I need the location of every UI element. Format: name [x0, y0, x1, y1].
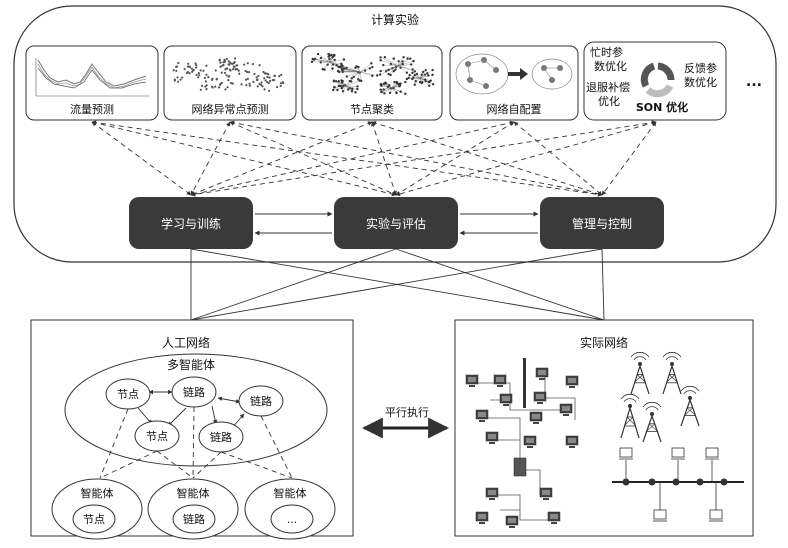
actual-network-box: [455, 320, 753, 536]
agent-node: 链路: [239, 386, 283, 416]
agent-node: 节点: [135, 421, 179, 451]
sub-agent: 智能体 链路: [148, 479, 238, 539]
computer-icon: [566, 376, 578, 388]
actual-network-title: 实际网络: [580, 335, 628, 350]
svg-text:链路: 链路: [250, 394, 272, 408]
cycle-item: 退服补偿: [586, 80, 630, 94]
computer-icon: [476, 410, 488, 422]
computer-icon: [506, 516, 518, 528]
bus-tap: [697, 479, 704, 486]
artificial-network-title: 人工网络: [162, 335, 210, 350]
svg-text:链路: 链路: [210, 430, 232, 444]
cycle-item: 忙时参: [590, 45, 623, 59]
bus-tap: [649, 479, 656, 486]
bus-tap: [721, 479, 728, 486]
computer-icon: [530, 412, 542, 424]
panel-module-links: [92, 122, 656, 195]
module-management-control: 管理与控制: [540, 197, 664, 249]
svg-text:链路: 链路: [183, 385, 205, 399]
svg-text:节点: 节点: [146, 430, 168, 443]
cycle-item: 数优化: [594, 59, 627, 73]
panel-self-configuration: 网络自配置: [450, 46, 578, 120]
server-pole-icon: [523, 358, 526, 408]
svg-text:智能体: 智能体: [274, 486, 307, 500]
cell-tower-icon: [621, 394, 639, 438]
cell-tower-icon: [631, 352, 649, 394]
cycle-item: 优化: [598, 94, 620, 108]
more-ellipsis: ...: [746, 74, 762, 90]
computer-icon: [536, 368, 548, 380]
cell-tower-icon: [681, 386, 699, 426]
sub-agent: 智能体 ...: [245, 479, 335, 539]
cycle-item: 反馈参: [684, 61, 717, 75]
computer-icon: [486, 432, 498, 444]
panel-label: 流量预测: [70, 102, 114, 116]
panel-son-optimization: 忙时参 数优化 退服补偿 优化 反馈参 数优化 SON 优化: [584, 42, 726, 120]
cell-tower-icon: [643, 402, 661, 442]
cell-tower-icon: [663, 352, 681, 394]
module-label: 学习与训练: [161, 216, 221, 231]
svg-text:...: ...: [287, 513, 298, 526]
module-label: 实验与评估: [366, 216, 426, 231]
computer-icon: [534, 392, 546, 404]
terminal-icon: [619, 448, 633, 459]
computer-icon: [566, 436, 578, 448]
computer-icon: [524, 436, 536, 448]
computer-icon: [548, 512, 560, 524]
terminal-icon: [705, 448, 719, 459]
computer-icon: [466, 375, 478, 387]
cycle-item: 数优化: [684, 75, 717, 89]
bus-tap: [673, 479, 680, 486]
terminal-icon: [709, 510, 723, 521]
actual-network-illustration: [466, 352, 744, 528]
panel-traffic-prediction: 流量预测: [26, 46, 158, 120]
panel-anomaly-prediction: 网络异常点预测: [164, 46, 296, 120]
module-label: 管理与控制: [572, 216, 632, 231]
module-experiment-evaluation: 实验与评估: [334, 197, 458, 249]
parallel-execution-label: 平行执行: [385, 405, 429, 419]
panel-label: 节点聚类: [350, 102, 394, 116]
terminal-icon: [653, 510, 667, 521]
svg-text:智能体: 智能体: [177, 486, 210, 500]
multi-agent-label: 多智能体: [167, 357, 215, 372]
agent-node: 链路: [172, 377, 216, 407]
svg-text:链路: 链路: [183, 512, 205, 526]
panel-label: 网络自配置: [487, 102, 542, 116]
svg-text:节点: 节点: [83, 513, 105, 526]
computer-icon: [494, 375, 506, 387]
terminal-icon: [671, 448, 685, 459]
panel-node-clustering: 节点聚类: [302, 46, 442, 120]
agent-node: 节点: [106, 379, 150, 409]
computer-icon: [486, 488, 498, 500]
computer-icon: [476, 512, 488, 524]
panel-label: 网络异常点预测: [192, 102, 269, 116]
sub-agent: 智能体 节点: [52, 479, 142, 539]
svg-text:智能体: 智能体: [81, 486, 114, 500]
computer-icon: [560, 404, 572, 416]
server-icon: [514, 458, 526, 476]
computation-title: 计算实验: [371, 12, 419, 27]
module-network-links: [191, 249, 604, 320]
panel-label: SON 优化: [636, 100, 688, 114]
svg-text:节点: 节点: [117, 388, 139, 401]
module-learning-training: 学习与训练: [129, 197, 253, 249]
agent-node: 链路: [199, 422, 243, 452]
computer-icon: [540, 488, 552, 500]
